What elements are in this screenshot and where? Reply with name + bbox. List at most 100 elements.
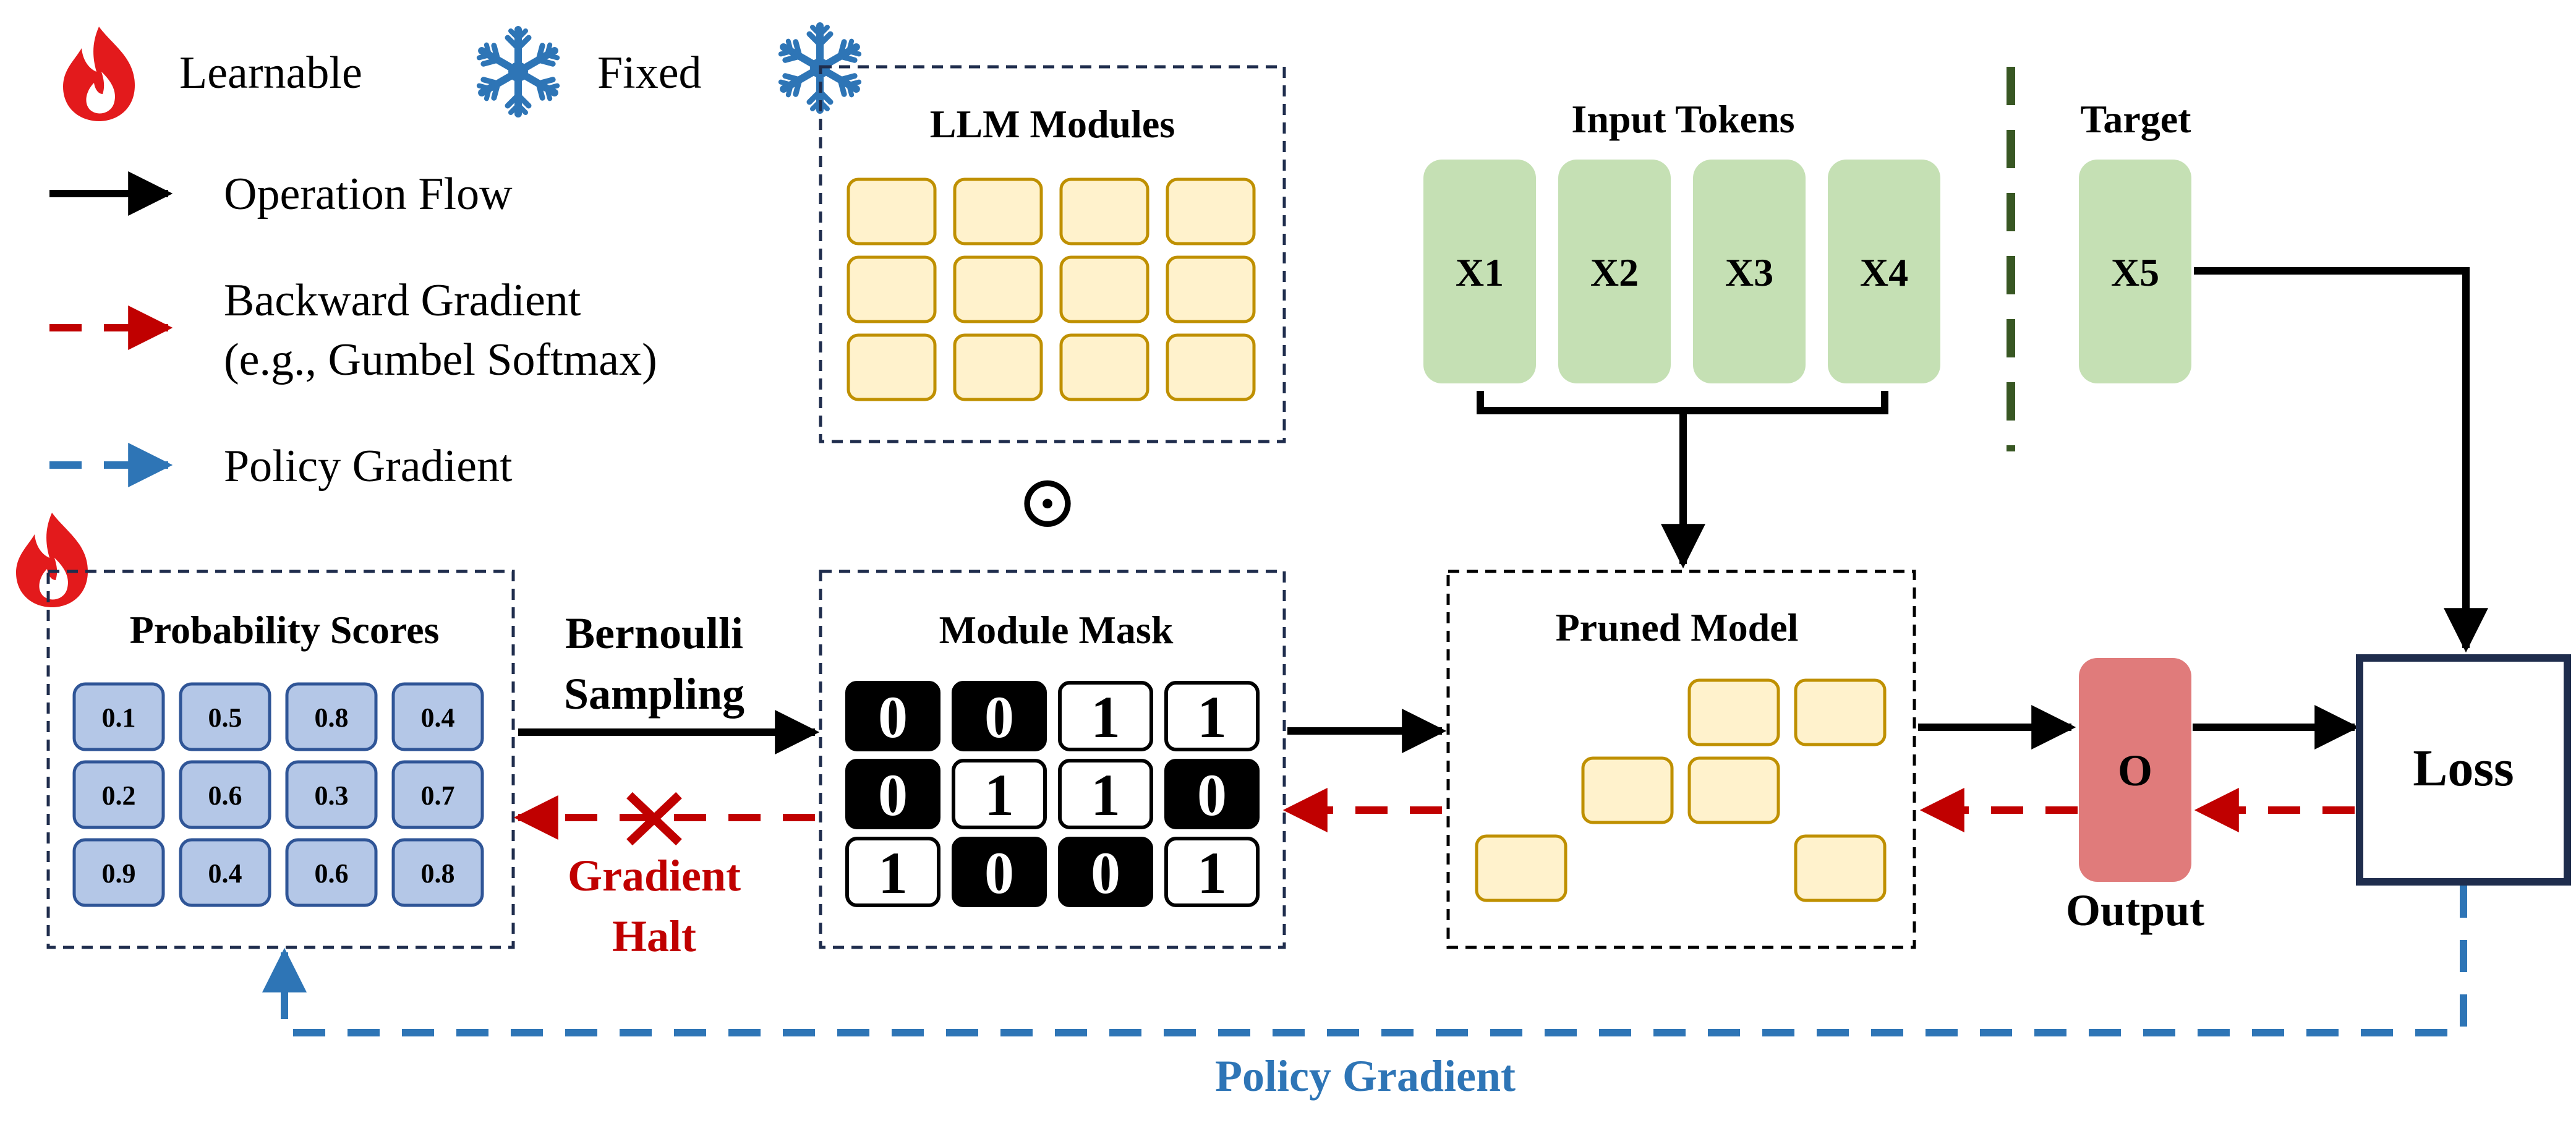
probability-cell: 0.4 xyxy=(391,682,484,751)
llm-module-cell xyxy=(1059,177,1149,246)
input-token: X3 xyxy=(1693,160,1806,383)
llm-module-cell xyxy=(953,177,1043,246)
llm-module-cell xyxy=(1059,333,1149,401)
input-token: X2 xyxy=(1558,160,1671,383)
gradient-halt-label-2: Halt xyxy=(612,912,696,961)
probability-scores-title: Probability Scores xyxy=(130,608,440,652)
mask-cell: 0 xyxy=(1164,759,1260,829)
llm-module-cell xyxy=(847,177,937,246)
llm-module-cell xyxy=(1166,255,1256,323)
probability-value: 0.4 xyxy=(421,703,455,733)
llm-modules-grid xyxy=(847,177,1256,401)
probability-value: 0.6 xyxy=(315,858,349,889)
input-token-label: X1 xyxy=(1456,250,1504,294)
mask-cell: 0 xyxy=(952,681,1047,751)
flame-icon xyxy=(63,27,135,121)
llm-module-cell xyxy=(847,255,937,323)
legend: Learnable Fixed Operation Flow Backward … xyxy=(49,27,702,492)
pruned-model-grid xyxy=(1475,678,1887,902)
probability-value: 0.9 xyxy=(102,858,136,889)
target-to-loss-arrow xyxy=(2194,267,2488,653)
probability-cell: 0.8 xyxy=(391,838,484,907)
probability-value: 0.8 xyxy=(315,703,349,733)
input-token: X1 xyxy=(1423,160,1536,383)
mask-value: 0 xyxy=(1197,762,1227,828)
mask-cell: 0 xyxy=(952,837,1047,907)
mask-value: 0 xyxy=(1091,840,1120,906)
pruned-module-cell xyxy=(1794,834,1887,902)
llm-modules-box: LLM Modules xyxy=(819,65,1286,443)
probability-scores-grid: 0.1 0.5 0.8 0.4 0.2 0.6 0.3 0.7 0.9 0.4 0.6 0.8 xyxy=(72,682,484,907)
mask-value: 1 xyxy=(1197,684,1227,750)
probability-value: 0.6 xyxy=(208,780,242,811)
snowflake-icon xyxy=(477,30,560,114)
mask-cell: 0 xyxy=(845,759,940,829)
policy-gradient-label: Policy Gradient xyxy=(1215,1051,1516,1101)
gradient-halt-label-1: Gradient xyxy=(568,851,741,900)
pruned-module-cell xyxy=(1581,756,1674,824)
loss-label: Loss xyxy=(2413,740,2514,797)
probability-scores-box: Probability Scores 0.1 0.5 0.8 0.4 0.2 0.6 0.3… xyxy=(46,570,515,949)
mask-cell: 1 xyxy=(1164,837,1260,907)
probability-cell: 0.7 xyxy=(391,760,484,829)
probability-value: 0.8 xyxy=(421,858,455,889)
mask-cell: 1 xyxy=(1164,681,1260,751)
mask-value: 0 xyxy=(878,684,908,750)
mask-value: 0 xyxy=(878,762,908,828)
gradient-halt-cross-icon xyxy=(626,792,682,846)
pruned-model-title: Pruned Model xyxy=(1556,605,1799,649)
sampling-label: Sampling xyxy=(564,669,744,719)
probability-cell: 0.5 xyxy=(179,682,271,751)
llm-module-cell xyxy=(953,333,1043,401)
pruned-module-cell xyxy=(1475,834,1567,902)
probability-value: 0.5 xyxy=(208,703,242,733)
mask-cell: 1 xyxy=(1058,681,1153,751)
probability-value: 0.7 xyxy=(421,780,455,811)
mask-cell: 0 xyxy=(1058,837,1153,907)
input-token-label: X4 xyxy=(1860,250,1908,294)
target-title: Target xyxy=(2081,97,2192,141)
mask-value: 0 xyxy=(984,684,1014,750)
mask-cell: 0 xyxy=(845,681,940,751)
mask-cell: 1 xyxy=(952,759,1047,829)
mask-value: 1 xyxy=(1091,762,1120,828)
output-label: Output xyxy=(2066,886,2204,935)
legend-policy-gradient-label: Policy Gradient xyxy=(224,441,513,492)
probability-cell: 0.1 xyxy=(72,682,165,751)
mask-value: 1 xyxy=(1091,684,1120,750)
hadamard-product-symbol: ⊙ xyxy=(1017,461,1079,543)
legend-backward-gradient-label: Backward Gradient xyxy=(224,275,581,326)
legend-learnable-label: Learnable xyxy=(179,48,362,98)
probability-cell: 0.4 xyxy=(179,838,271,907)
output-node: O xyxy=(2079,658,2191,882)
input-tokens-row: X1 X2 X3 X4 xyxy=(1423,160,1940,383)
input-token-label: X2 xyxy=(1590,250,1639,294)
pruned-module-cell xyxy=(1687,756,1780,824)
llm-module-cell xyxy=(953,255,1043,323)
probability-cell: 0.8 xyxy=(285,682,378,751)
legend-fixed-label: Fixed xyxy=(597,48,702,98)
target-token-label: X5 xyxy=(2111,250,2159,294)
input-token: X4 xyxy=(1828,160,1940,383)
probability-cell: 0.2 xyxy=(72,760,165,829)
probability-value: 0.4 xyxy=(208,858,242,889)
probability-value: 0.3 xyxy=(315,780,349,811)
probability-cell: 0.6 xyxy=(179,760,271,829)
probability-cell: 0.3 xyxy=(285,760,378,829)
llm-modules-title: LLM Modules xyxy=(930,102,1175,146)
legend-backward-gradient-sublabel: (e.g., Gumbel Softmax) xyxy=(224,335,657,385)
input-tokens-bracket xyxy=(1477,391,1888,414)
module-mask-title: Module Mask xyxy=(939,608,1174,652)
llm-module-cell xyxy=(1166,177,1256,246)
bernoulli-label: Bernoulli xyxy=(565,609,743,658)
target-token: X5 xyxy=(2079,160,2191,383)
input-tokens-title: Input Tokens xyxy=(1571,97,1794,141)
pruned-module-cell xyxy=(1794,678,1887,746)
mask-value: 1 xyxy=(878,840,908,906)
mask-value: 1 xyxy=(1197,840,1227,906)
llm-module-cell xyxy=(847,333,937,401)
policy-gradient-arrow xyxy=(262,886,2467,1036)
